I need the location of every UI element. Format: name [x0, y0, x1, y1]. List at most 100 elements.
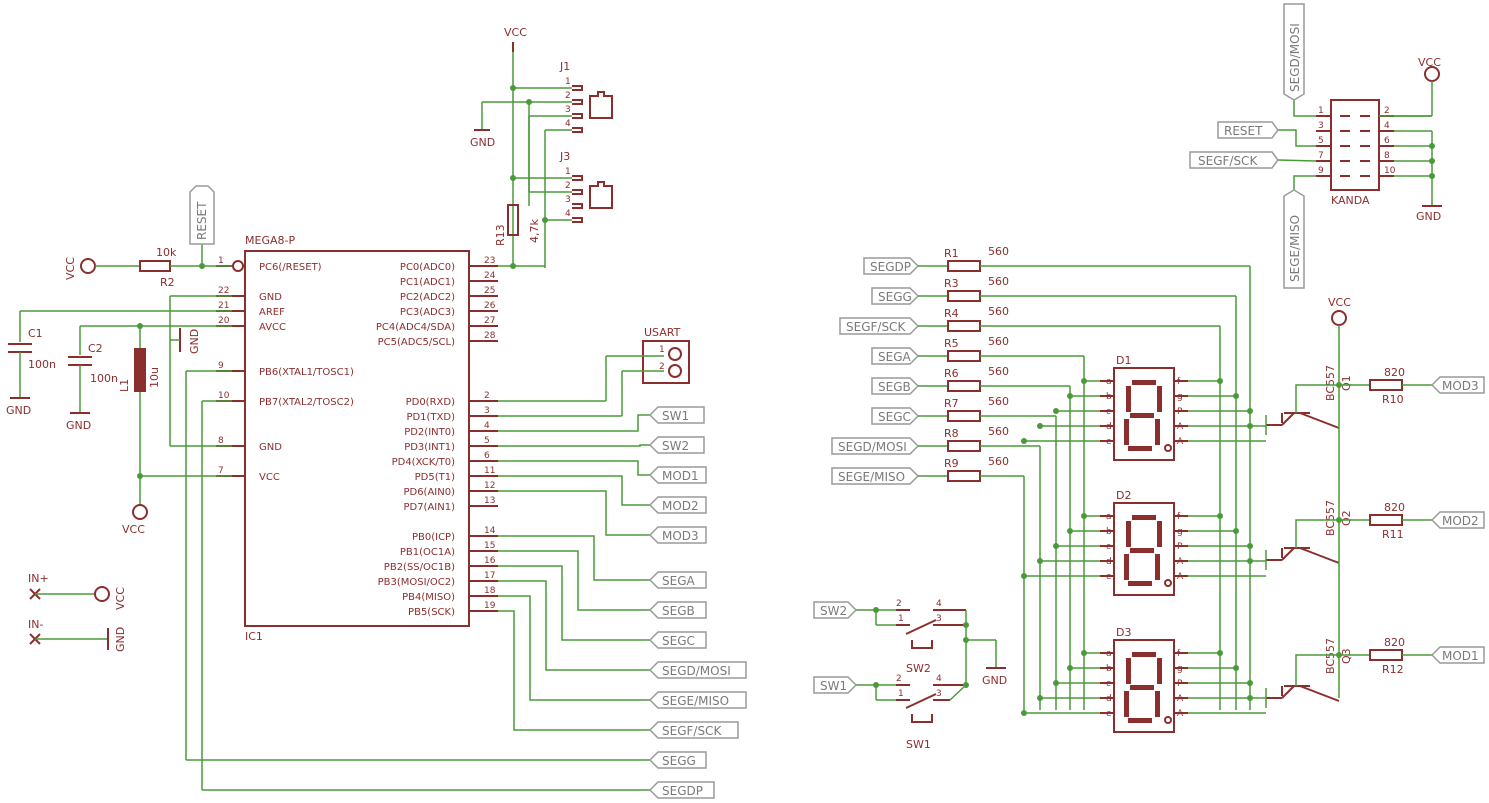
svg-text:A: A	[1177, 572, 1184, 582]
svg-text:4: 4	[565, 209, 571, 219]
svg-text:R12: R12	[1382, 663, 1404, 676]
ic-pin-num: 8	[218, 436, 224, 446]
ic-pin-name: PD2(INT0)	[404, 427, 455, 438]
svg-text:1: 1	[565, 167, 571, 177]
net-tag	[871, 377, 920, 395]
net-tag	[871, 407, 920, 425]
net-tag	[648, 466, 707, 484]
svg-text:3: 3	[936, 689, 942, 699]
ic-pin-name: PB2(SS/OC1B)	[384, 562, 455, 573]
svg-text:1: 1	[898, 689, 904, 699]
svg-text:P: P	[1177, 542, 1183, 552]
svg-text:SEGE/MISO: SEGE/MISO	[1288, 215, 1302, 282]
ic-pin-num: 21	[218, 301, 229, 311]
svg-text:7: 7	[1318, 151, 1324, 161]
svg-text:R9: R9	[944, 457, 959, 470]
ic-pin-num: 17	[484, 571, 495, 581]
svg-text:GND: GND	[6, 404, 31, 417]
ic-pin-num: 27	[484, 316, 495, 326]
ic-pin-num: 10	[218, 391, 230, 401]
svg-text:f: f	[1177, 377, 1181, 387]
net-tag-label: SEGG	[878, 290, 912, 304]
vcc-label: VCC	[504, 26, 527, 39]
svg-text:A: A	[1177, 437, 1184, 447]
net-tag-label: MOD2	[1442, 514, 1479, 528]
svg-text:A: A	[1177, 557, 1184, 567]
ic-pins: 1PC6(/RESET)22GND21AREF20AVCC9PB6(XTAL1/…	[216, 256, 498, 618]
svg-text:GND: GND	[66, 419, 91, 432]
net-tag-label: SEGE/MISO	[838, 470, 905, 484]
svg-text:GND: GND	[114, 627, 127, 652]
ic-pin-name: PB7(XTAL2/TOSC2)	[259, 397, 354, 408]
ic-pin-num: 9	[218, 361, 224, 371]
svg-text:8: 8	[1384, 151, 1390, 161]
svg-text:e: e	[1106, 437, 1112, 447]
net-tag-label: SEGB	[878, 380, 911, 394]
net-tag	[871, 287, 920, 305]
ic-pin-num: 19	[484, 601, 496, 611]
svg-text:560: 560	[988, 455, 1009, 468]
svg-text:100n: 100n	[28, 358, 56, 371]
net-tag	[648, 661, 747, 679]
svg-text:f: f	[1177, 512, 1181, 522]
svg-text:4: 4	[1384, 121, 1390, 131]
svg-text:3: 3	[565, 195, 571, 205]
net-tag-label: MOD1	[662, 469, 699, 483]
svg-text:5: 5	[1318, 136, 1324, 146]
svg-text:2: 2	[565, 181, 571, 191]
svg-text:b: b	[1106, 527, 1112, 537]
resistor-r13: R13 4,7k	[494, 204, 541, 269]
svg-text:VCC: VCC	[1418, 56, 1441, 69]
svg-text:820: 820	[1384, 636, 1405, 649]
svg-text:6: 6	[1384, 136, 1390, 146]
svg-text:4: 4	[936, 674, 942, 684]
usart-connector: USART 1 2	[605, 326, 690, 416]
net-tag	[648, 526, 707, 544]
ic-pin-name: PB4(MISO)	[402, 592, 455, 603]
vcc-q-label: VCC	[1328, 296, 1351, 309]
ic-pin-name: PB0(ICP)	[412, 532, 455, 543]
svg-text:KANDA: KANDA	[1331, 194, 1370, 207]
svg-text:2: 2	[896, 599, 902, 609]
svg-text:D2: D2	[1116, 489, 1131, 502]
ic-pin-name: PC1(ADC1)	[400, 277, 455, 288]
ic-pin-num: 18	[484, 586, 496, 596]
net-tag	[648, 781, 715, 799]
ic-pin-num: 2	[484, 391, 490, 401]
net-tag-label: SEGA	[878, 350, 911, 364]
ic-pin-name: PD4(XCK/T0)	[392, 457, 455, 468]
ic1-mega8: MEGA8-P IC1 1PC6(/RESET)22GND21AREF20AVC…	[216, 234, 498, 643]
svg-text:1: 1	[898, 614, 904, 624]
svg-text:9: 9	[1318, 166, 1324, 176]
svg-text:R7: R7	[944, 397, 959, 410]
ic-net-wires	[498, 265, 650, 731]
svg-text:c: c	[1106, 679, 1111, 689]
svg-text:R10: R10	[1382, 393, 1404, 406]
svg-text:Q1: Q1	[1340, 375, 1353, 391]
svg-text:10k: 10k	[156, 246, 177, 259]
ic-pin-name: AVCC	[259, 322, 286, 333]
reset-net: VCC 10k R2 RESET	[64, 185, 232, 289]
net-tag-label: SW2	[662, 439, 689, 453]
power-input: IN+ VCC IN- GND	[28, 572, 127, 652]
svg-text:100n: 100n	[90, 372, 118, 385]
net-tag	[863, 257, 920, 275]
net-tag-label: SEGC	[878, 410, 911, 424]
net-tag	[1430, 511, 1485, 529]
ic-pin-num: 4	[484, 421, 490, 431]
svg-text:R3: R3	[944, 277, 959, 290]
svg-text:P: P	[1177, 407, 1183, 417]
ic-ref: IC1	[245, 630, 263, 643]
svg-text:10u: 10u	[148, 367, 161, 388]
svg-text:Q2: Q2	[1340, 510, 1353, 526]
ic-pin-num: 24	[484, 271, 496, 281]
ic-pin-name: PB1(OC1A)	[400, 547, 455, 558]
svg-text:e: e	[1106, 709, 1112, 719]
